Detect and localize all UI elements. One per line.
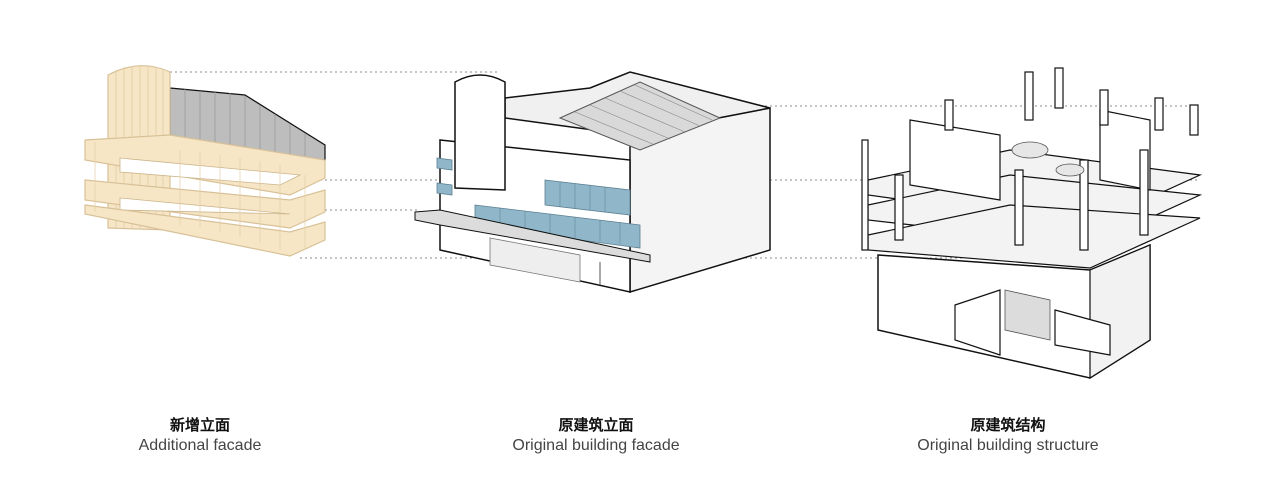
- caption-original-facade: 原建筑立面 Original building facade: [436, 415, 756, 457]
- caption-en: Additional facade: [138, 437, 262, 454]
- caption-zh: 新增立面: [169, 416, 230, 434]
- original-structure-model: [861, 67, 1203, 380]
- caption-additional-facade: 新增立面 Additional facade: [40, 415, 360, 457]
- caption-zh: 原建筑结构: [970, 416, 1046, 434]
- original-facade-model: [414, 71, 771, 294]
- caption-zh: 原建筑立面: [558, 416, 634, 434]
- additional-facade-model: [84, 65, 326, 257]
- caption-en: Original building structure: [917, 437, 1099, 454]
- caption-original-structure: 原建筑结构 Original building structure: [848, 415, 1168, 457]
- caption-en: Original building facade: [512, 437, 680, 454]
